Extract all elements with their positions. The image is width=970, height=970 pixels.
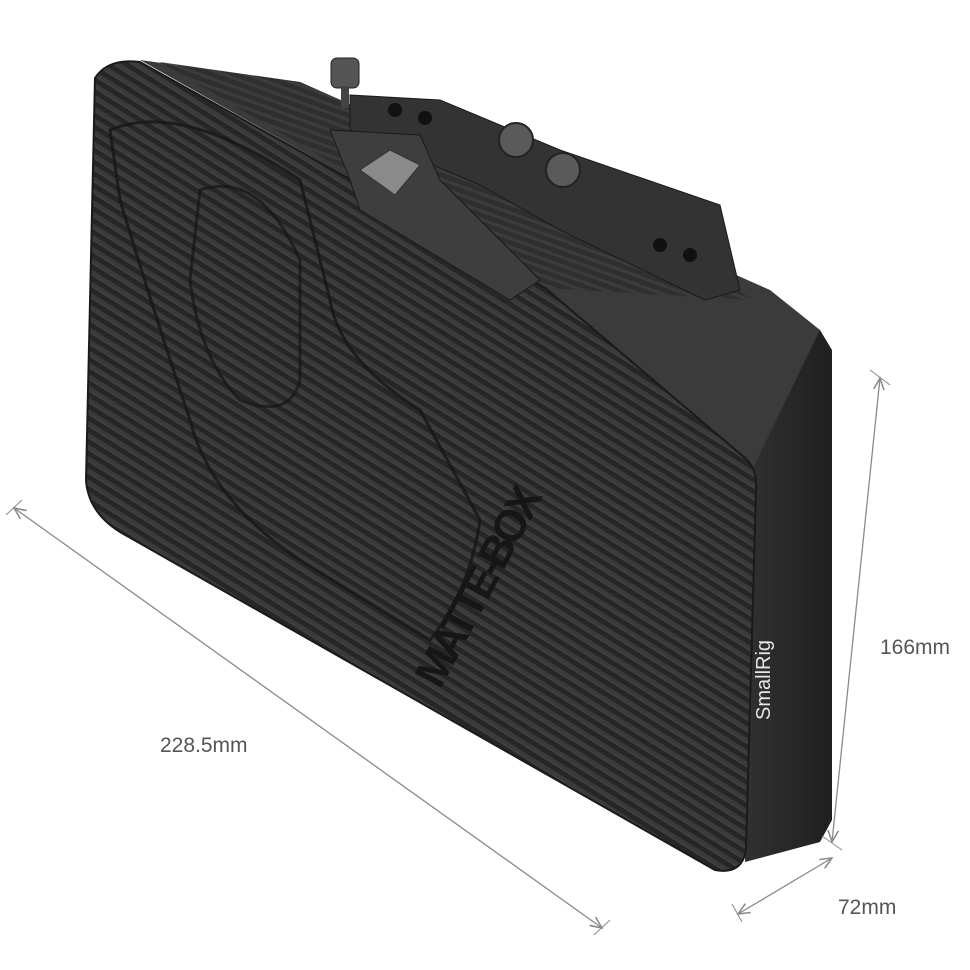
knob[interactable] <box>498 122 534 158</box>
height-label: 166mm <box>880 636 951 659</box>
knob[interactable] <box>545 152 581 188</box>
height-dimension-line <box>832 378 880 842</box>
rail-hole <box>653 238 667 252</box>
side-panel <box>700 262 832 862</box>
smallrig-logo: SmallRig <box>753 640 775 720</box>
thumb-screw-knob[interactable] <box>330 57 360 89</box>
height-tick <box>869 369 891 386</box>
rail-hole <box>683 248 697 262</box>
depth-dimension-line <box>738 858 832 914</box>
top-edge <box>140 60 820 470</box>
depth-tick <box>731 903 743 923</box>
thumb-screw-shaft <box>341 86 349 108</box>
length-tick <box>593 919 611 936</box>
height-tick <box>821 835 843 851</box>
quick-release-lever[interactable] <box>359 149 421 196</box>
face-emboss-inner <box>188 184 302 409</box>
length-label: 228.5mm <box>160 734 248 757</box>
rail-hole <box>388 103 402 117</box>
depth-label: 72mm <box>838 896 897 919</box>
rail-hole <box>418 111 432 125</box>
length-tick <box>5 499 23 516</box>
length-dimension-line <box>14 508 602 928</box>
